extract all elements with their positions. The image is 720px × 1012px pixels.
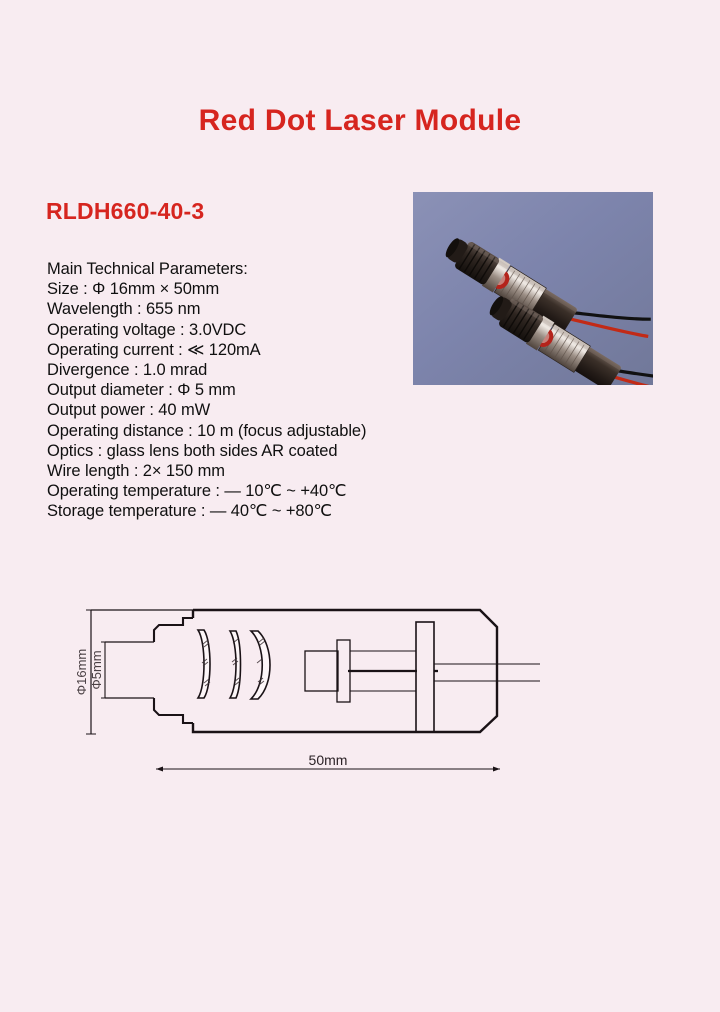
lead-wires: [434, 663, 540, 682]
lens-element-2: [228, 630, 242, 699]
spec-list: Main Technical Parameters: Size : Φ 16mm…: [47, 259, 477, 522]
spec-line-wavelength: Wavelength : 655 nm: [47, 300, 201, 319]
laser-module-lower: [489, 296, 653, 385]
dimension-length-50: [156, 766, 500, 772]
spec-line-optics: Optics : glass lens both sides AR coated: [47, 441, 338, 460]
dimension-label-diameter-16: Φ16mm: [74, 649, 89, 696]
page-title: Red Dot Laser Module: [198, 104, 522, 137]
spec-line-distance: Operating distance : 10 m (focus adjusta…: [47, 421, 367, 440]
spec-line-operating-temperature: Operating temperature : — 10℃ ~ +40℃: [47, 482, 347, 501]
cross-section-drawing: Φ16mm Φ5mm 50mm: [60, 598, 540, 798]
dimension-label-diameter-5: Φ5mm: [89, 650, 104, 689]
internal-leads: [348, 650, 417, 692]
spec-line-output-power: Output power : 40 mW: [47, 401, 211, 420]
spec-line-size: Size : Φ 16mm × 50mm: [47, 280, 220, 299]
output-aperture: [105, 641, 154, 699]
spec-line-divergence: Divergence : 1.0 mrad: [47, 361, 208, 380]
spec-line-current: Operating current : ≪ 120mA: [47, 340, 261, 359]
model-number: RLDH660-40-3: [46, 198, 205, 224]
laser-module-product-photo: [413, 192, 653, 385]
spec-line-heading: Main Technical Parameters:: [47, 260, 248, 278]
dimension-label-length-50: 50mm: [309, 752, 348, 768]
laser-module-upper: [445, 238, 651, 339]
driver-board: [415, 621, 435, 733]
lens-element-3: [249, 630, 271, 700]
laser-diode-can: [304, 650, 339, 692]
spec-line-storage-temperature: Storage temperature : — 40℃ ~ +80℃: [47, 502, 332, 521]
spec-line-wire-length: Wire length : 2× 150 mm: [47, 462, 225, 481]
spec-line-output-diameter: Output diameter : Φ 5 mm: [47, 381, 236, 400]
spec-line-voltage: Operating voltage : 3.0VDC: [47, 320, 247, 339]
lens-element-1: [196, 629, 211, 699]
